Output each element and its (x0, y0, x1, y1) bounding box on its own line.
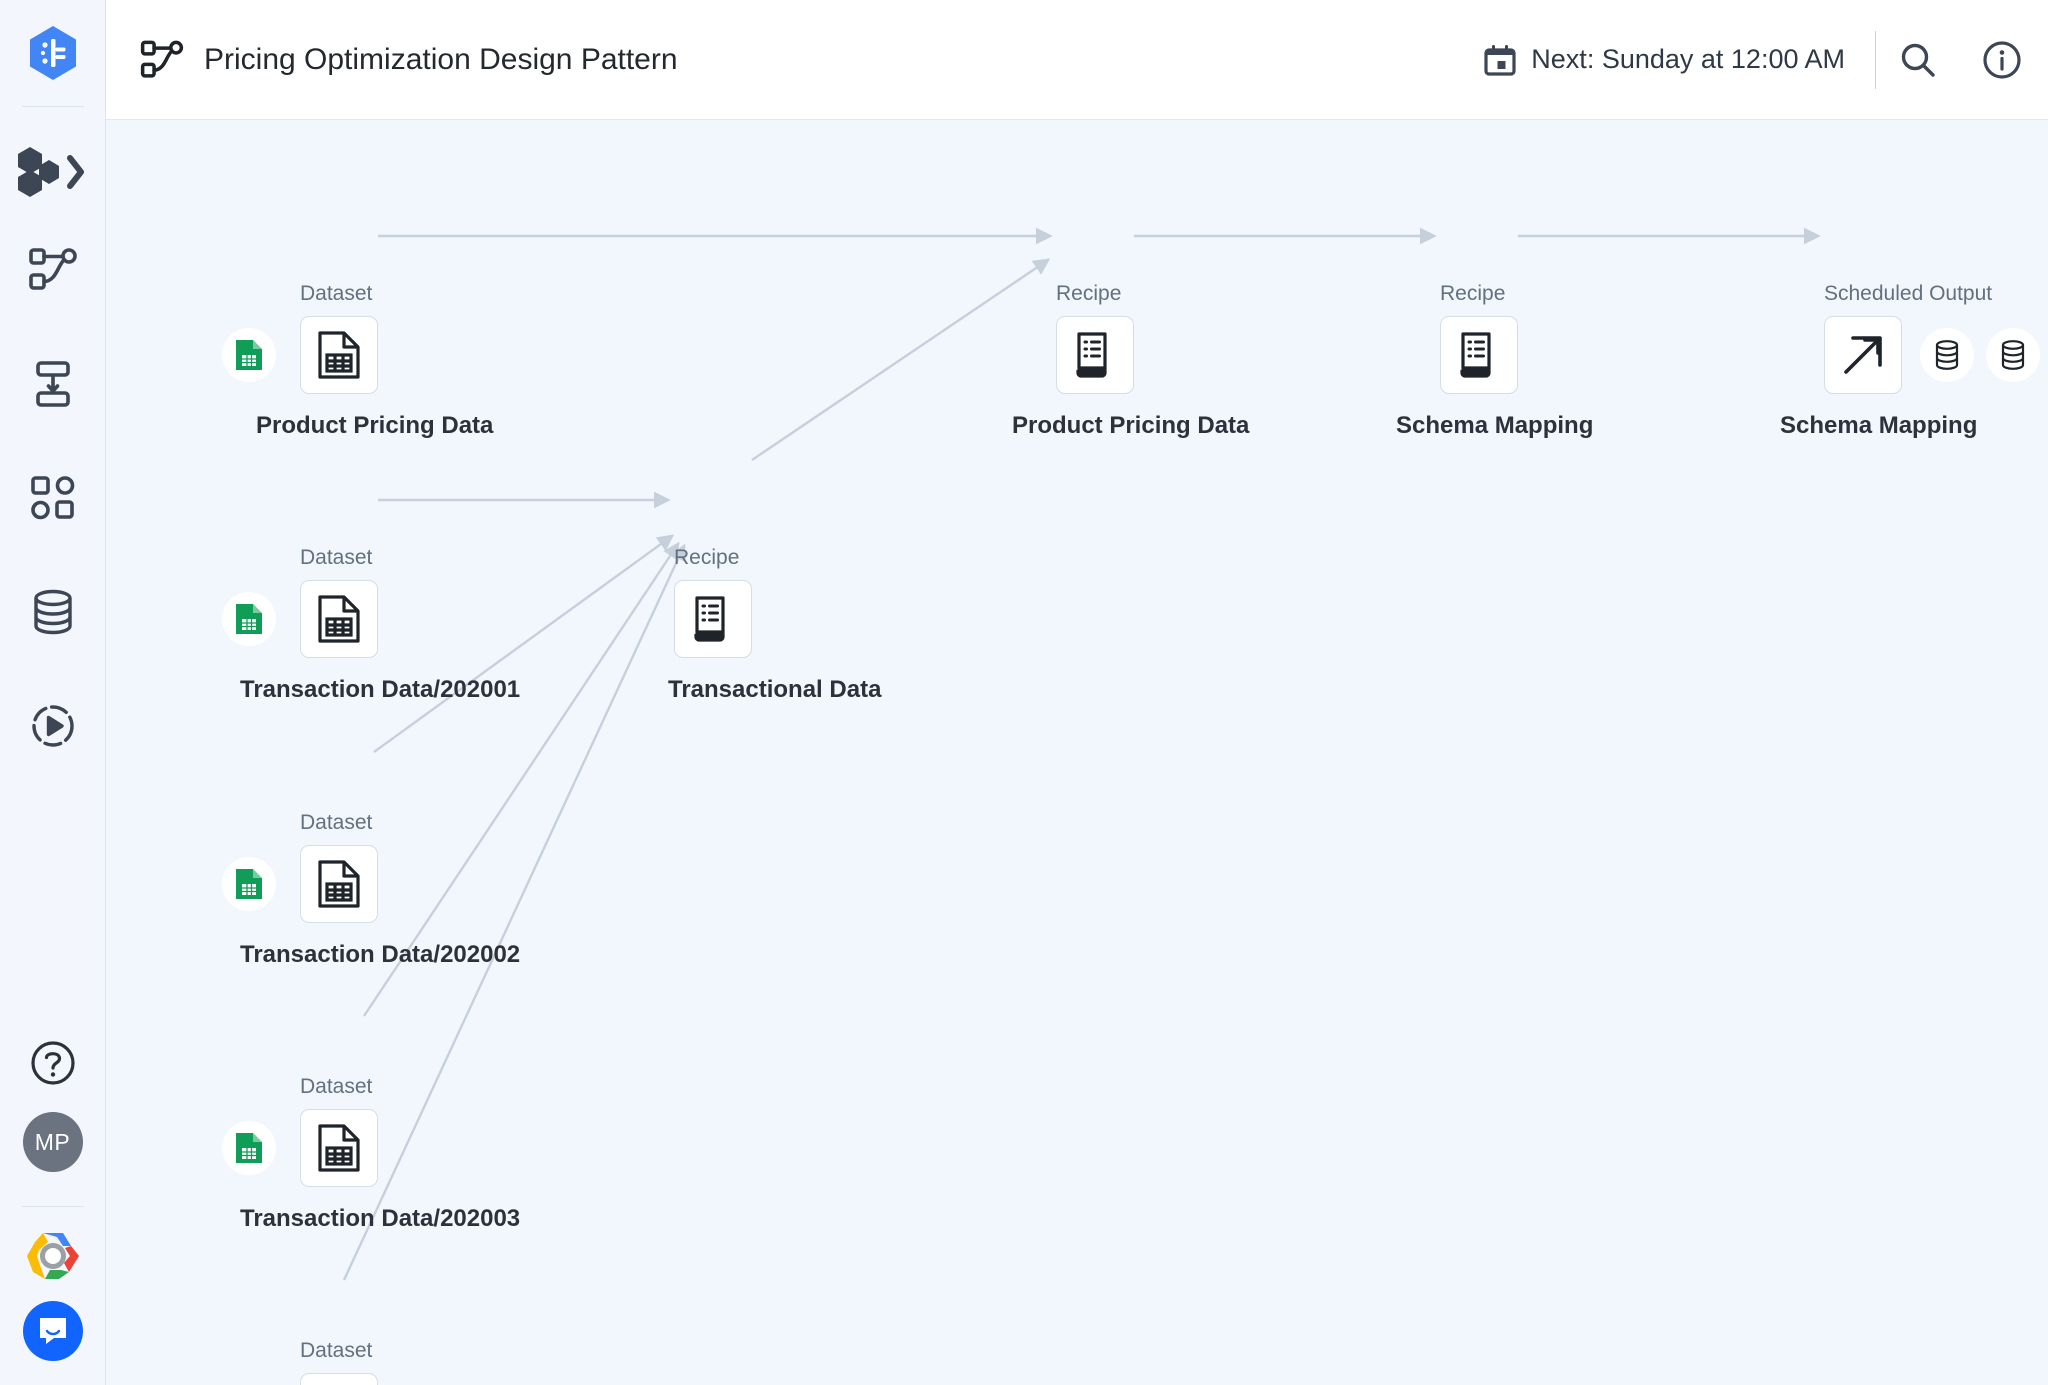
left-sidebar: MP (0, 0, 106, 1385)
page-title: Pricing Optimization Design Pattern (204, 42, 678, 76)
dataiku-logo-icon[interactable] (22, 22, 84, 84)
node-icon-box[interactable] (300, 580, 378, 658)
node-title: Transaction Data/202003 (240, 1205, 521, 1232)
node-title: Product Pricing Data (256, 412, 494, 439)
flow-canvas[interactable]: Dataset (106, 120, 2048, 1385)
edge-202003-to-transactional (363, 541, 680, 1017)
calendar-icon (1483, 43, 1517, 77)
node-type-label: Dataset (300, 282, 373, 305)
node-type-label: Recipe (1056, 282, 1122, 305)
help-circle-icon[interactable] (22, 1032, 84, 1094)
node-icon-box[interactable] (1056, 316, 1134, 394)
intercom-chat-icon[interactable] (22, 1301, 83, 1361)
node-icon-box[interactable] (674, 580, 752, 658)
edge-202002-to-transactional (373, 534, 675, 753)
sidebar-divider-bottom (21, 1206, 84, 1207)
node-title: Transaction Data/202002 (240, 941, 521, 968)
avatar[interactable]: MP (22, 1112, 83, 1172)
node-type-label: Dataset (300, 1075, 373, 1098)
sidebar-item-flow[interactable] (22, 239, 84, 301)
sidebar-item-jobs[interactable] (22, 695, 84, 757)
node-type-label: Recipe (1440, 282, 1506, 305)
sidebar-item-databases[interactable] (22, 581, 84, 643)
node-icon-box[interactable] (300, 845, 378, 923)
google-sheets-icon[interactable] (222, 592, 276, 646)
google-sheets-icon[interactable] (222, 1121, 276, 1175)
node-title: Transactional Data (668, 676, 882, 703)
node-type-label: Dataset (300, 811, 373, 834)
node-title: Schema Mapping (1780, 412, 1978, 439)
node-title: Transaction Data/202001 (240, 676, 521, 703)
database-chip-2[interactable] (1986, 328, 2040, 382)
node-type-label: Recipe (674, 546, 740, 569)
node-icon-box[interactable] (300, 316, 378, 394)
node-icon-box[interactable] (1824, 316, 1902, 394)
google-sheets-icon[interactable] (222, 328, 276, 382)
database-chip-1[interactable] (1920, 328, 1974, 382)
schedule-text: Next: Sunday at 12:00 AM (1531, 44, 1845, 74)
google-cloud-hexagon-icon[interactable] (22, 1225, 84, 1287)
flow-icon (140, 39, 184, 81)
topbar-divider (1875, 30, 1876, 89)
node-title: Product Pricing Data (1012, 412, 1250, 439)
sidebar-item-apps[interactable] (22, 467, 84, 529)
topbar: Pricing Optimization Design Pattern Next… (106, 0, 2048, 120)
avatar-initials: MP (34, 1128, 71, 1155)
main-area: Pricing Optimization Design Pattern Next… (106, 0, 2048, 1385)
node-title: Schema Mapping (1396, 412, 1594, 439)
google-sheets-icon[interactable] (222, 857, 276, 911)
node-type-label: Scheduled Output (1824, 282, 1993, 305)
info-circle-icon[interactable] (1960, 18, 2044, 102)
sidebar-item-import-export[interactable] (22, 353, 84, 415)
node-icon-box[interactable] (300, 1373, 378, 1385)
schedule-indicator[interactable]: Next: Sunday at 12:00 AM (1483, 43, 1875, 77)
search-icon[interactable] (1876, 18, 1960, 102)
flow-edges (342, 227, 1821, 1281)
sidebar-nav-items (22, 239, 84, 757)
sidebar-item-projects[interactable] (0, 145, 105, 199)
topbar-actions: Next: Sunday at 12:00 AM (1483, 18, 2048, 102)
sidebar-bottom: MP (0, 1032, 105, 1385)
node-icon-box[interactable] (300, 1109, 378, 1187)
edge-transactional-to-pricing-recipe (751, 258, 1051, 461)
node-icon-box[interactable] (1440, 316, 1518, 394)
node-type-label: Dataset (300, 1339, 373, 1362)
sidebar-divider-top (21, 106, 84, 107)
edge-company-to-transactional (342, 543, 686, 1281)
node-type-label: Dataset (300, 546, 373, 569)
topbar-title-group: Pricing Optimization Design Pattern (140, 39, 1483, 81)
